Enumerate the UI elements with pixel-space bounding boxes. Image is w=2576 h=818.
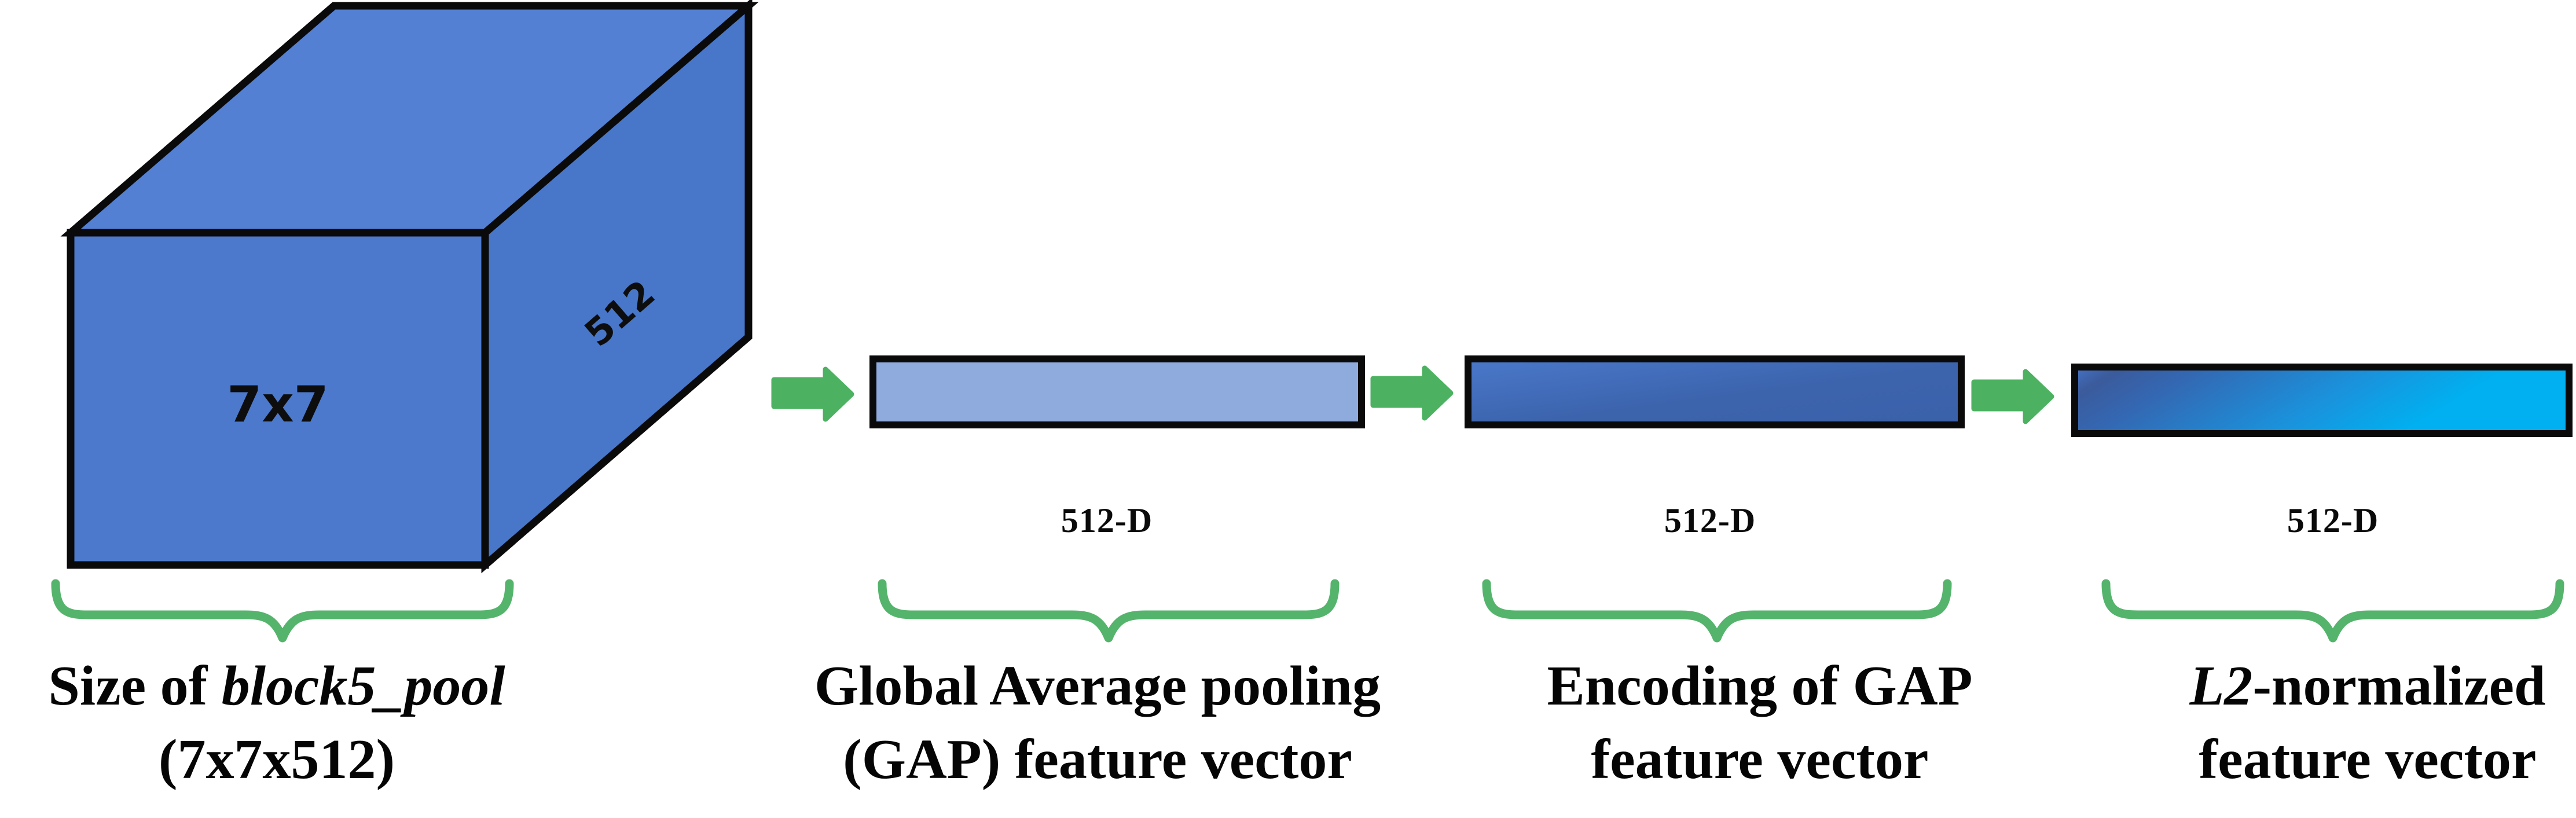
- encoded-feature-vector-bar: [1465, 355, 1965, 428]
- arrow-encoding-to-l2-icon: [1971, 369, 2054, 424]
- caption-gap-line1: Global Average pooling: [814, 655, 1381, 717]
- brace-cube-icon: [51, 579, 514, 643]
- gap-feature-vector-bar: [869, 355, 1365, 428]
- caption-l2-rest: -normalized: [2252, 655, 2546, 717]
- caption-l2: L2-normalized feature vector: [1991, 650, 2576, 797]
- arrow-gap-to-encoding-icon: [1370, 365, 1454, 421]
- dim-label-encoded: 512-D: [1664, 501, 1756, 540]
- caption-encoded-line1: Encoding of GAP: [1547, 655, 1973, 717]
- caption-cube: Size of block5_pool (7x7x512): [0, 650, 653, 797]
- caption-cube-prefix: Size of: [48, 655, 222, 717]
- caption-encoded-line2: feature vector: [1591, 728, 1929, 791]
- l2-normalized-feature-vector-bar: [2071, 364, 2573, 437]
- brace-encoded-vector-icon: [1482, 579, 1952, 643]
- brace-l2-vector-icon: [2101, 579, 2564, 643]
- caption-l2-line2: feature vector: [2199, 728, 2537, 791]
- dim-label-gap: 512-D: [1061, 501, 1153, 540]
- brace-gap-vector-icon: [878, 579, 1340, 643]
- flow-arrows: [771, 365, 2054, 424]
- arrow-cube-to-gap-icon: [771, 366, 854, 422]
- caption-l2-line1: L2-normalized: [1991, 650, 2576, 723]
- caption-l2-italic: L2: [2189, 655, 2253, 717]
- cube-front-label: 7x7: [227, 376, 328, 434]
- block5-pool-cube: 7x7 512: [60, 0, 759, 574]
- dim-label-l2: 512-D: [2287, 501, 2379, 540]
- caption-cube-line1: Size of block5_pool: [0, 650, 653, 723]
- caption-gap: Global Average pooling (GAP) feature vec…: [721, 650, 1474, 797]
- caption-gap-line2: (GAP) feature vector: [843, 728, 1352, 791]
- under-braces: [51, 579, 2564, 643]
- cube-front-face: [67, 229, 489, 569]
- caption-cube-line2: (7x7x512): [158, 728, 395, 791]
- caption-encoded: Encoding of GAP feature vector: [1384, 650, 2136, 797]
- caption-cube-italic: block5_pool: [221, 655, 505, 717]
